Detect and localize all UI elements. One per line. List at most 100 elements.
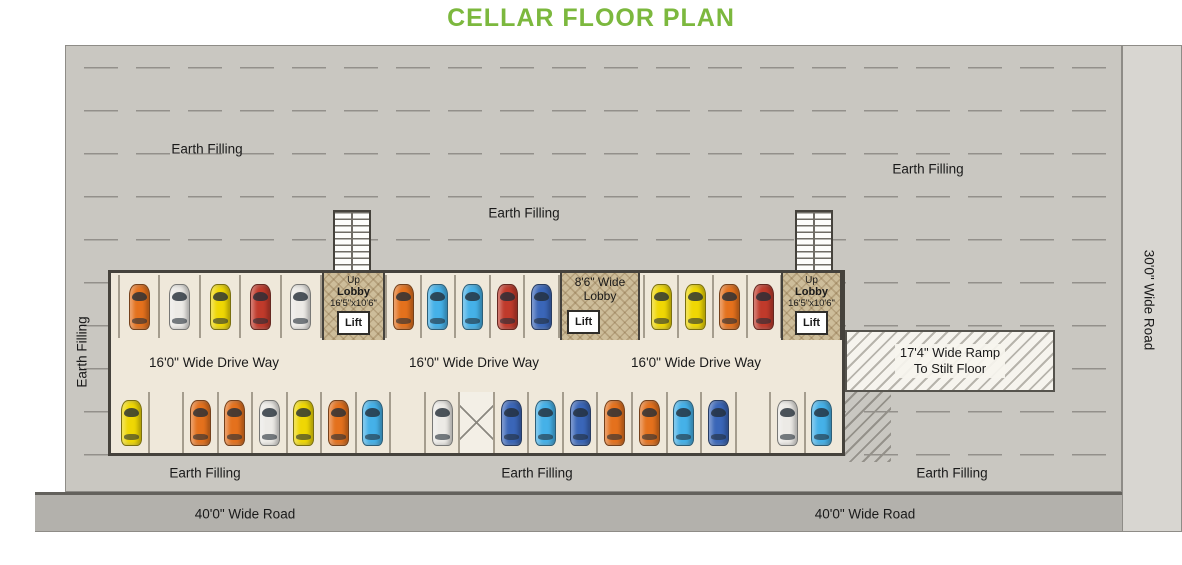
car-cyan-icon [811,399,833,446]
car-orange-icon [392,283,414,330]
earth-filling-label-bottom-right: Earth Filling [916,465,988,481]
parking-stall [665,392,701,453]
ramp-label: 17'4" Wide Ramp To Stilt Floor [894,343,1006,379]
car-orange-icon [604,399,626,446]
parking-stall [182,392,217,453]
car-blue-icon [531,283,553,330]
lobby-right: Up Lobby 16'5"x10'6" Lift [781,273,842,340]
lobby-middle-label-line2: Lobby [583,289,617,303]
parking-stall [320,392,355,453]
parking-stall [285,392,321,453]
lobby-right-size-label: 16'5"x10'6" [788,298,835,309]
car-orange-icon [128,283,150,330]
car-cyan-icon [362,399,384,446]
parking-band-bottom [111,392,842,453]
car-red-icon [249,283,271,330]
parking-stall [700,392,735,453]
parking-stall [279,275,320,338]
parking-row-bottom [115,392,838,453]
car-yellow-icon [120,399,142,446]
car-red-icon [496,283,518,330]
parking-stall-empty [147,392,183,453]
car-blue-icon [500,399,522,446]
lobby-left-up-label: Up [347,275,360,286]
earth-filling-label-top-right: Earth Filling [892,161,964,177]
parking-building: Up Lobby 16'5"x10'6" Lift 8'6" Wide Lobb… [108,270,845,456]
lobby-left: Up Lobby 16'5"x10'6" Lift [322,273,385,340]
parking-stall [120,275,158,338]
earth-filling-label-bottom-left: Earth Filling [169,465,241,481]
parking-stall [803,392,839,453]
parking-stall [527,392,562,453]
stairwell-right [795,210,833,272]
car-orange-icon [327,399,349,446]
car-cyan-icon [535,399,557,446]
road-label-bottom-left: 40'0" Wide Road [194,506,296,522]
parking-stall [115,392,148,453]
parking-stall [630,392,666,453]
road-label-bottom-right: 40'0" Wide Road [814,506,916,522]
road-label-right-vertical: 30'0" Wide Road [1141,249,1157,351]
car-blue-icon [707,399,729,446]
road-right [1122,45,1182,532]
parking-stall [645,275,677,338]
car-cyan-icon [673,399,695,446]
parking-stall [251,392,286,453]
lobby-right-name-label: Lobby [795,286,828,298]
ramp-label-line1: 17'4" Wide Ramp [899,344,1001,360]
parking-group-2 [385,275,560,338]
parking-group-3 [643,275,782,338]
lift-box-right: Lift [794,311,829,335]
parking-stall-empty [389,392,424,453]
parking-stall [239,275,279,338]
stairwell-left [333,210,371,272]
car-cyan-icon [461,283,483,330]
driveway-label-2: 16'0" Wide Drive Way [409,355,539,370]
car-orange-icon [638,399,660,446]
car-orange-icon [189,399,211,446]
parking-stall-crossed [458,392,493,453]
car-white-icon [431,399,453,446]
car-white-icon [169,283,191,330]
ramp-hatch-area [845,392,891,462]
earth-filling-label-top-center: Earth Filling [488,205,560,221]
page-title: CELLAR FLOOR PLAN [447,4,735,32]
parking-stall [387,275,420,338]
road-bottom [35,492,1122,532]
parking-stall [423,392,459,453]
car-yellow-icon [684,283,706,330]
parking-stall [216,392,252,453]
parking-stall [561,392,597,453]
parking-group-1 [118,275,322,338]
parking-stall [158,275,198,338]
parking-stall [745,275,780,338]
parking-stall [596,392,631,453]
parking-stall [354,392,390,453]
car-yellow-icon [209,283,231,330]
parking-stall [769,392,804,453]
car-blue-icon [569,399,591,446]
car-yellow-icon [293,399,315,446]
lobby-left-name-label: Lobby [337,286,370,298]
earth-filling-label-top-left: Earth Filling [171,141,243,157]
car-red-icon [753,283,775,330]
parking-stall [454,275,489,338]
earth-filling-label-bottom-center: Earth Filling [501,465,573,481]
car-white-icon [258,399,280,446]
car-cyan-icon [427,283,449,330]
lift-box-middle: Lift [567,310,601,334]
lobby-left-size-label: 16'5"x10'6" [330,298,377,309]
ramp-to-stilt-floor: 17'4" Wide Ramp To Stilt Floor [845,330,1055,392]
parking-stall [419,275,455,338]
driveway-label-1: 16'0" Wide Drive Way [149,355,279,370]
car-white-icon [776,399,798,446]
parking-stall [677,275,711,338]
car-orange-icon [224,399,246,446]
car-orange-icon [719,283,741,330]
lobby-right-up-label: Up [805,275,818,286]
parking-stall [523,275,558,338]
parking-stall [711,275,746,338]
lobby-middle: 8'6" Wide Lobby Lift [560,273,640,340]
parking-band-top: Up Lobby 16'5"x10'6" Lift 8'6" Wide Lobb… [111,273,842,340]
